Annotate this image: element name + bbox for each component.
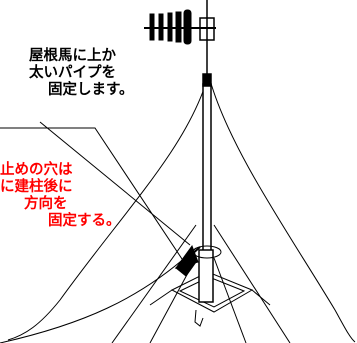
base-hook xyxy=(194,309,204,327)
pipe-mast xyxy=(198,0,214,303)
callout-mount-instructions: 屋根馬に上か 太いパイプを 固定します。 xyxy=(0,48,134,99)
callout-mount-line-1: 屋根馬に上か xyxy=(29,48,116,64)
guy-wire-front-right xyxy=(213,224,291,343)
guy-wire-front-left xyxy=(111,224,197,343)
callout-stopper-line-3: 方向を xyxy=(24,196,68,212)
mast-lower xyxy=(198,249,214,303)
antenna-element-2 xyxy=(158,13,164,41)
leader-line-stopper xyxy=(39,121,191,246)
base-strut-left xyxy=(149,289,173,306)
antenna-element-4 xyxy=(175,11,182,43)
guy-wires xyxy=(0,79,356,343)
leader-line-mount xyxy=(0,127,189,269)
stopper-arrows xyxy=(174,244,201,277)
leader-lines xyxy=(0,121,191,269)
guy-wire-far-left xyxy=(0,247,197,343)
guy-wire-left xyxy=(7,79,208,341)
callout-mount-line-2: 太いパイプを xyxy=(29,65,116,81)
guy-wire-right xyxy=(209,79,356,343)
guy-wire-inner-right xyxy=(213,257,247,343)
antenna-element-5 xyxy=(183,9,192,45)
callout-mount-line-3: 固定します。 xyxy=(48,82,134,98)
callout-stopper-warning: 止めの穴は に建柱後に 方向を 固定する。 xyxy=(0,162,121,230)
callout-stopper-line-4: 固定する。 xyxy=(48,213,121,229)
callout-stopper-line-2: に建柱後に xyxy=(0,179,73,195)
antenna-element-3 xyxy=(167,12,173,42)
mast-upper xyxy=(202,83,212,265)
callout-stopper-line-1: 止めの穴は xyxy=(0,162,73,178)
mast-coupler xyxy=(202,73,212,87)
antenna-element-1 xyxy=(149,13,155,41)
yagi-antenna-icon xyxy=(144,9,216,45)
base-strut-right xyxy=(251,289,271,306)
arrow-shaft xyxy=(179,246,201,266)
antenna-clamp xyxy=(199,17,215,41)
arrow-head-right xyxy=(174,261,198,277)
